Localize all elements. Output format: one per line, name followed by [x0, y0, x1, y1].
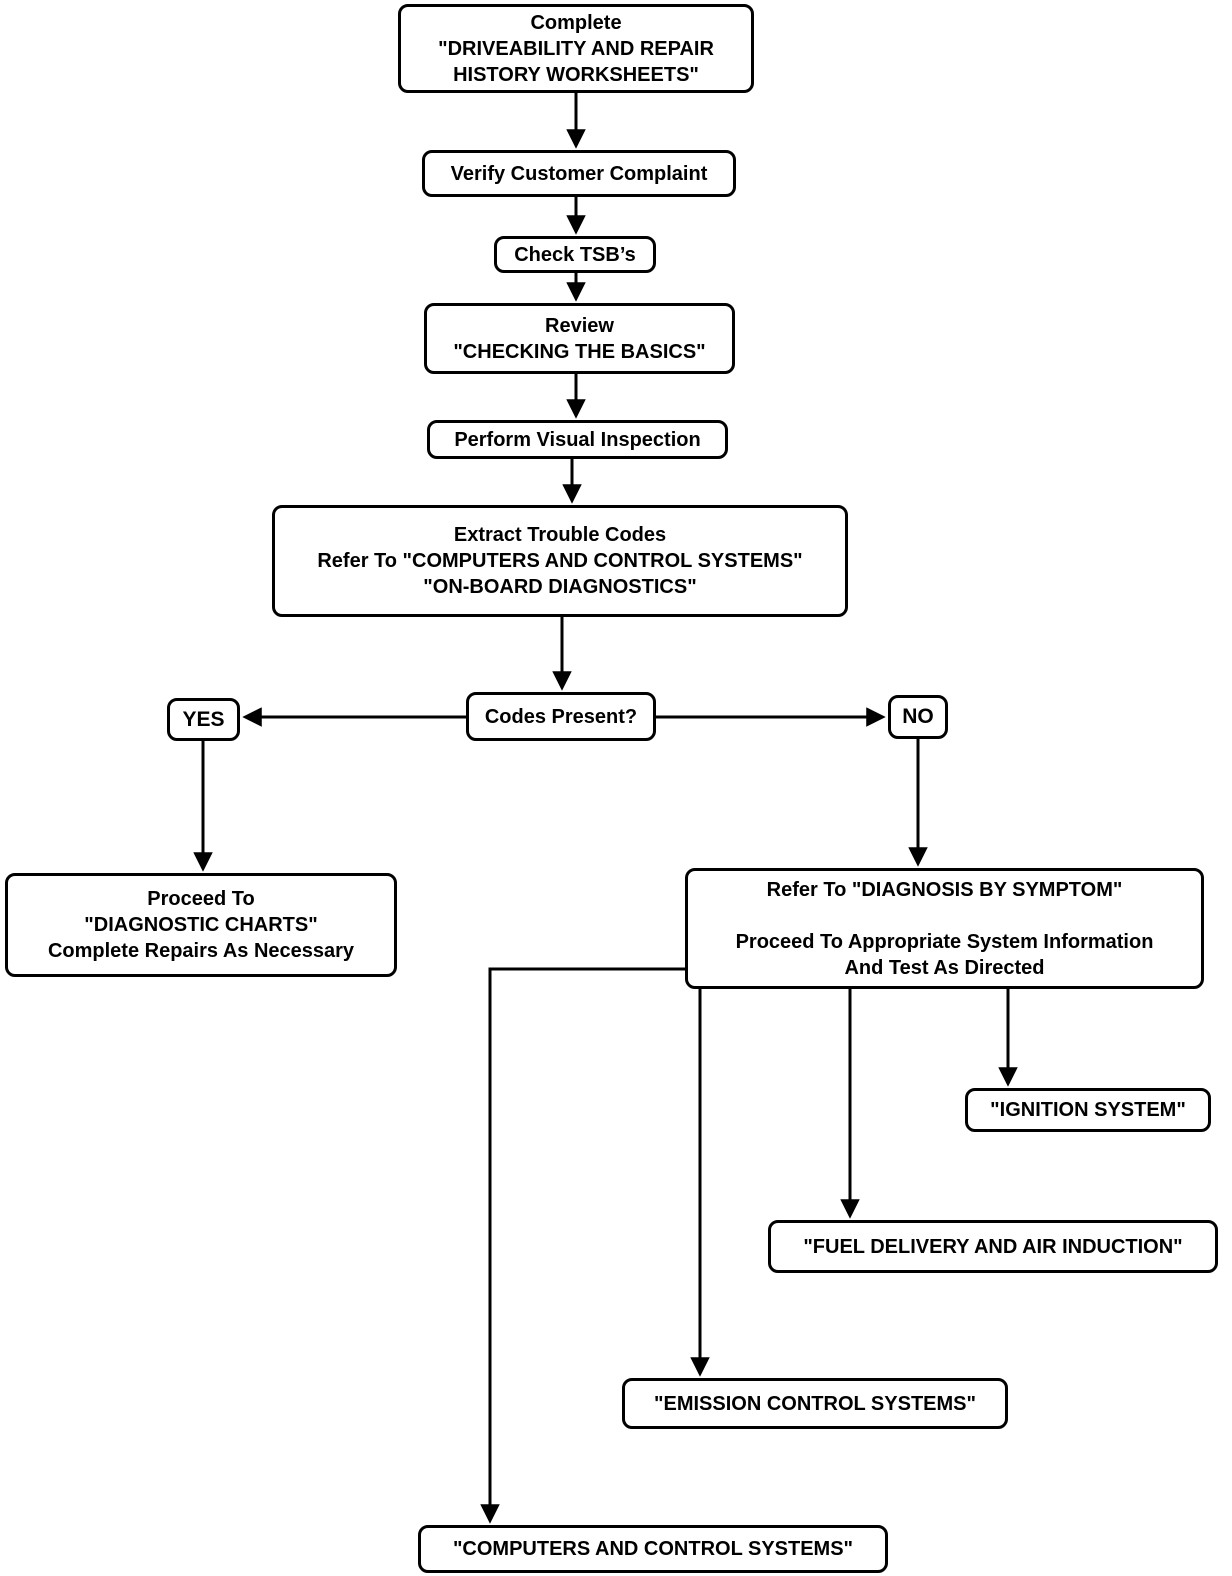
node-label: Codes Present? — [484, 705, 638, 728]
node-label: "FUEL DELIVERY AND AIR INDUCTION" — [803, 1235, 1183, 1258]
node-label: Review — [545, 314, 614, 337]
node-perform-visual-inspection: Perform Visual Inspection — [427, 420, 728, 459]
node-label: "ON-BOARD DIAGNOSTICS" — [423, 576, 697, 598]
node-label: "EMISSION CONTROL SYSTEMS" — [654, 1392, 976, 1415]
node-label: "COMPUTERS AND CONTROL SYSTEMS" — [452, 1538, 854, 1560]
node-label: Complete Repairs As Necessary — [47, 940, 355, 962]
node-label: Verify Customer Complaint — [450, 162, 708, 185]
node-diagnosis-by-symptom: Refer To "DIAGNOSIS BY SYMPTOM" Proceed … — [685, 868, 1204, 989]
node-no: NO — [888, 695, 948, 739]
arrow-symptom-to-computers — [480, 967, 685, 1524]
node-label: Proceed To — [147, 888, 255, 910]
node-review-checking-the-basics: Review "CHECKING THE BASICS" — [424, 303, 735, 374]
node-complete-worksheets: Complete "DRIVEABILITY AND REPAIR HISTOR… — [398, 4, 754, 93]
node-check-tsbs: Check TSB’s — [494, 236, 656, 273]
node-label: And Test As Directed — [844, 956, 1045, 979]
node-label: "IGNITION SYSTEM" — [990, 1099, 1186, 1121]
node-label: "DRIVEABILITY AND REPAIR — [438, 37, 714, 60]
node-label: "DIAGNOSTIC CHARTS" — [84, 914, 318, 936]
node-emission-control-systems: "EMISSION CONTROL SYSTEMS" — [622, 1378, 1008, 1429]
node-label: Refer To "COMPUTERS AND CONTROL SYSTEMS" — [317, 550, 803, 572]
node-computers-and-control-systems: "COMPUTERS AND CONTROL SYSTEMS" — [418, 1525, 888, 1573]
node-diagnostic-charts: Proceed To "DIAGNOSTIC CHARTS" Complete … — [5, 873, 397, 977]
node-label: Proceed To Appropriate System Informatio… — [735, 930, 1154, 953]
node-label: HISTORY WORKSHEETS" — [453, 63, 699, 86]
node-label: NO — [902, 705, 934, 728]
node-label: Refer To "DIAGNOSIS BY SYMPTOM" — [766, 878, 1123, 901]
node-label: Perform Visual Inspection — [454, 428, 701, 451]
node-label: Extract Trouble Codes — [453, 524, 667, 546]
node-label: "CHECKING THE BASICS" — [453, 340, 706, 363]
node-ignition-system: "IGNITION SYSTEM" — [965, 1088, 1211, 1132]
node-fuel-delivery-and-air-induction: "FUEL DELIVERY AND AIR INDUCTION" — [768, 1220, 1218, 1273]
node-label: Complete — [530, 11, 622, 34]
node-label: YES — [182, 707, 225, 731]
node-extract-trouble-codes: Extract Trouble Codes Refer To "COMPUTER… — [272, 505, 848, 617]
node-codes-present-decision: Codes Present? — [466, 692, 656, 741]
node-verify-customer-complaint: Verify Customer Complaint — [422, 150, 736, 197]
node-label: Check TSB’s — [514, 243, 636, 266]
node-yes: YES — [167, 698, 240, 741]
